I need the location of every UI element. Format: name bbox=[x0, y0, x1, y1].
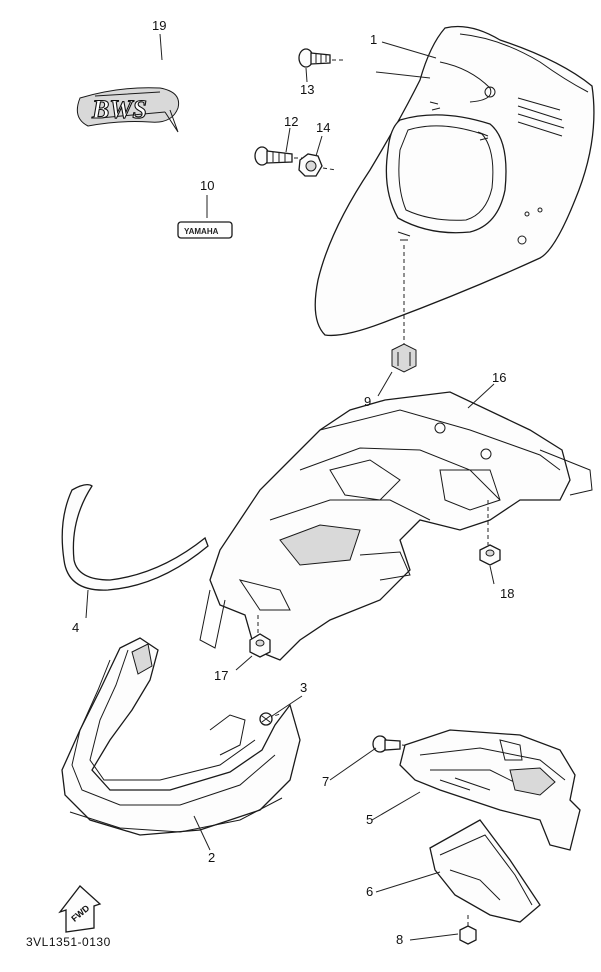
callout-18: 18 bbox=[500, 586, 514, 601]
callout-12: 12 bbox=[284, 114, 298, 129]
screw-part-13 bbox=[298, 48, 345, 68]
front-cover-part-1 bbox=[314, 25, 595, 345]
callout-3: 3 bbox=[300, 680, 307, 695]
forward-direction-arrow: FWD bbox=[58, 885, 102, 933]
inner-fender-part-16 bbox=[199, 391, 593, 661]
callout-17: 17 bbox=[214, 668, 228, 683]
grommet-part-9 bbox=[391, 343, 417, 373]
callout-13: 13 bbox=[300, 82, 314, 97]
callout-14: 14 bbox=[316, 120, 330, 135]
yamaha-badge-text: YAMAHA bbox=[184, 227, 219, 236]
callout-7: 7 bbox=[322, 774, 329, 789]
callout-5: 5 bbox=[366, 812, 373, 827]
nut-part-18 bbox=[479, 544, 501, 566]
seal-strip-part-4 bbox=[61, 484, 209, 591]
callout-16: 16 bbox=[492, 370, 506, 385]
callout-1: 1 bbox=[370, 32, 377, 47]
bolt-part-12 bbox=[254, 146, 302, 166]
callout-labels: 1 2 3 4 5 6 7 8 9 10 12 13 14 16 17 18 1… bbox=[72, 18, 514, 947]
callout-4: 4 bbox=[72, 620, 79, 635]
callout-6: 6 bbox=[366, 884, 373, 899]
callout-8: 8 bbox=[396, 932, 403, 947]
bws-emblem-part: BWS bbox=[76, 87, 180, 133]
screw-part-3 bbox=[259, 712, 273, 726]
yamaha-badge-part: YAMAHA bbox=[177, 221, 233, 239]
diagram-reference-code: 3VL1351-0130 bbox=[26, 935, 111, 949]
callout-2: 2 bbox=[208, 850, 215, 865]
callout-19: 19 bbox=[152, 18, 166, 33]
leader-lines bbox=[85, 33, 495, 941]
nut-part-17 bbox=[249, 633, 271, 658]
clip-part-8 bbox=[459, 925, 477, 945]
callout-9: 9 bbox=[364, 394, 371, 409]
mud-flap-part-6 bbox=[429, 819, 541, 930]
rear-flap-part-5 bbox=[399, 729, 581, 851]
bws-emblem-text: BWS bbox=[91, 95, 147, 124]
lower-cover-part-2 bbox=[61, 637, 301, 836]
callout-10: 10 bbox=[200, 178, 214, 193]
nut-part-14 bbox=[298, 153, 337, 177]
